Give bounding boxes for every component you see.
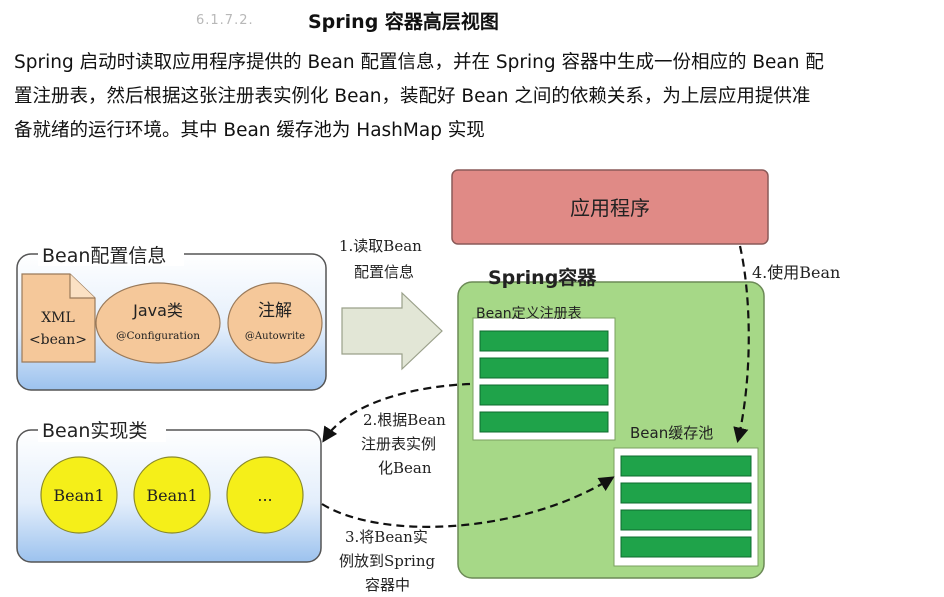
cache-bar [620,455,752,477]
bean-impl-title: Bean实现类 [42,420,147,442]
step2-line1: 2.根据Bean [363,411,446,429]
bean-instance-label: Bean1 [146,486,197,505]
step2-line2: 注册表实例 [361,435,436,453]
paragraph-line-1: Spring 启动时读取应用程序提供的 Bean 配置信息，并在 Spring … [14,52,824,73]
store-in-cache-arrow [321,476,615,528]
document-fold-icon [69,274,95,299]
config-title-backdrop [38,244,184,266]
xml-bean-label: <bean> [29,332,87,348]
cache-bar [620,482,752,504]
section-heading: 6.1.7.2. Spring 容器高层视图 [196,6,499,34]
bean-registry-title: Bean定义注册表 [476,306,582,322]
bean-config-title: Bean配置信息 [42,245,166,267]
step2-line3: 化Bean [378,459,432,477]
bean-instance-label: Bean1 [53,486,104,505]
step4-label: 4.使用Bean [752,263,840,282]
cache-bar [620,509,752,531]
bean-ellipsis-label: ... [257,486,272,505]
registry-bar [479,384,609,406]
xml-label: XML [41,310,75,326]
description-paragraph: Spring 启动时读取应用程序提供的 Bean 配置信息，并在 Spring … [14,46,930,148]
annotation-ellipse [227,282,323,364]
bean-cache-title: Bean缓存池 [630,424,713,442]
cache-bar [620,536,752,558]
autowrite-annotation-label: @Autowrite [245,331,305,342]
step3-line2: 例放到Spring [339,552,436,570]
bean-instance-circle [133,456,211,534]
spring-container-title: Spring容器 [488,266,597,289]
section-title: Spring 容器高层视图 [308,10,499,33]
java-class-ellipse [95,282,221,364]
registry-bar [479,330,609,352]
application-box [451,169,769,245]
step1-line2: 配置信息 [354,263,414,281]
java-class-label: Java类 [132,301,183,320]
registry-bar [479,411,609,433]
use-bean-arrow [733,245,750,443]
bean-instance-circle [226,456,304,534]
read-config-arrow [341,291,443,371]
impl-title-backdrop [38,420,166,442]
instantiate-arrow [322,382,471,443]
application-label: 应用程序 [570,196,650,220]
paragraph-line-3: 备就绪的运行环境。其中 Bean 缓存池为 HashMap 实现 [14,120,485,141]
step3-line1: 3.将Bean实 [345,528,428,546]
registry-bar [479,357,609,379]
step3-line3: 容器中 [365,576,410,594]
step1-line1: 1.读取Bean [339,237,422,255]
paragraph-line-2: 置注册表，然后根据这张注册表实例化 Bean，装配好 Bean 之间的依赖关系，… [14,86,811,107]
annotation-label: 注解 [258,301,292,321]
section-number: 6.1.7.2. [196,12,254,28]
bean-instance-circle [40,456,118,534]
configuration-annotation-label: @Configuration [116,330,200,342]
